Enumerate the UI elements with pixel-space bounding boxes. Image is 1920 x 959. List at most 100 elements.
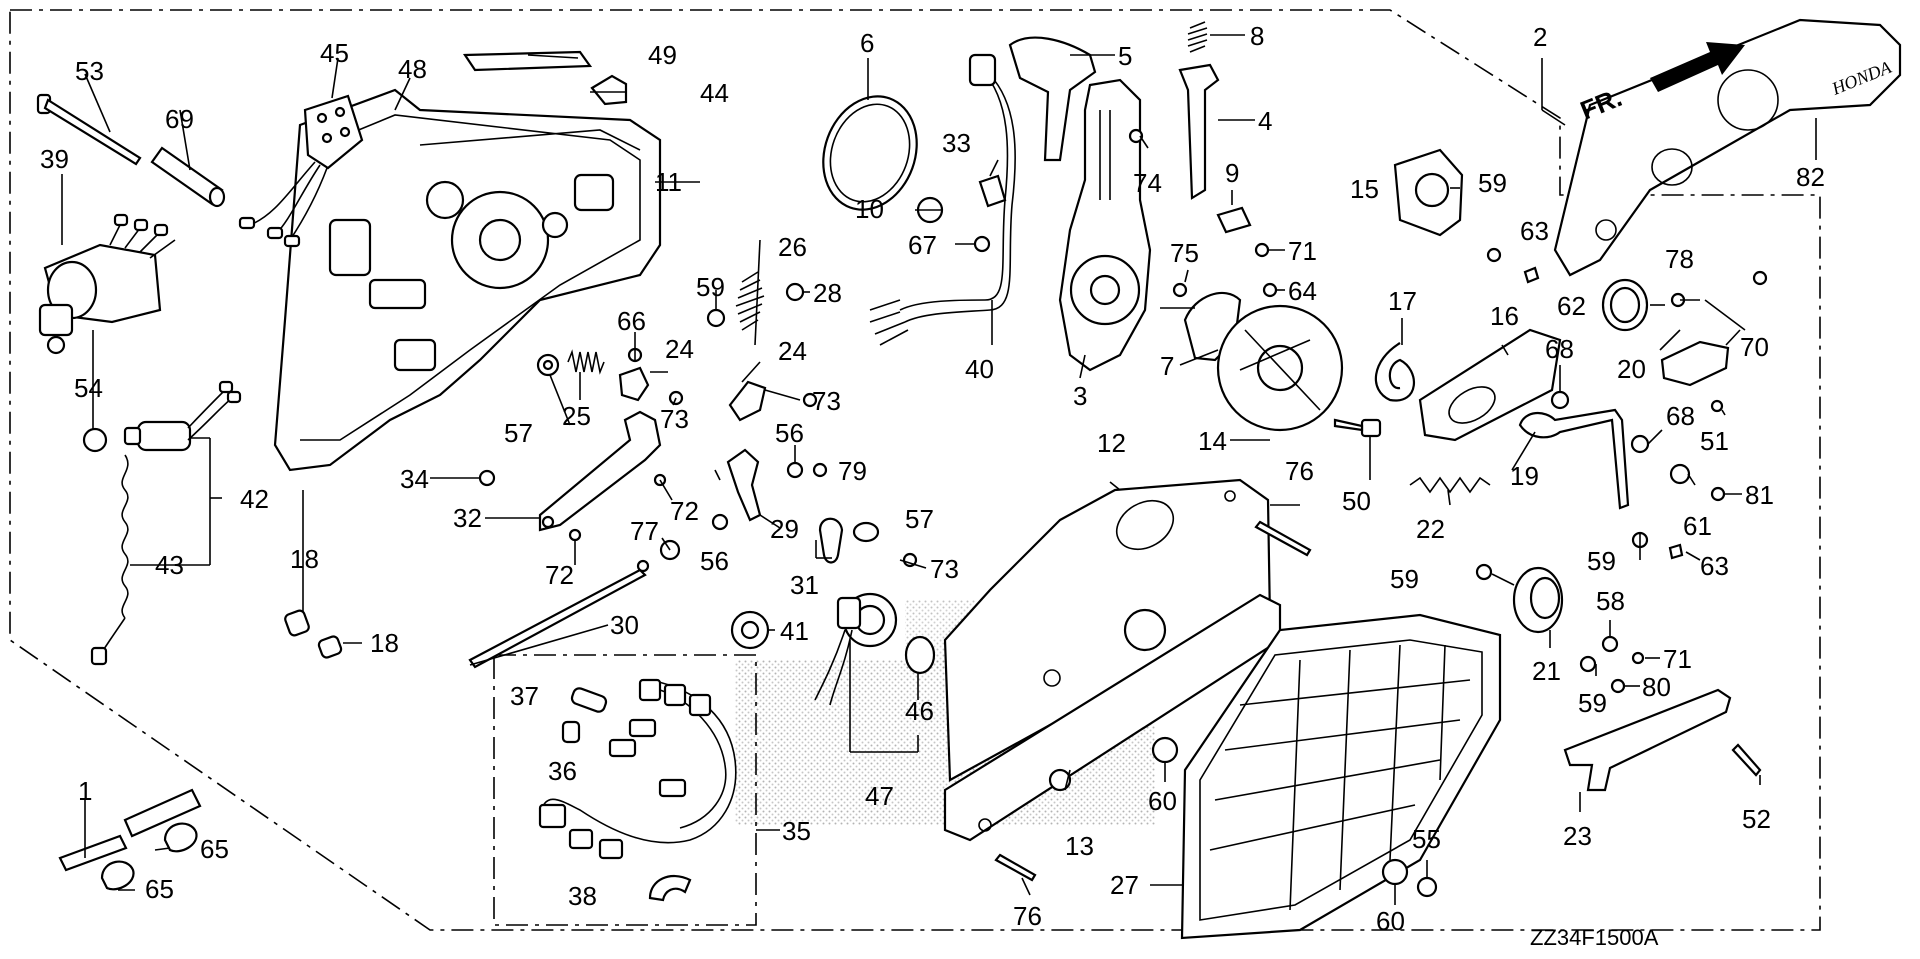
bolt-76b <box>994 853 1037 882</box>
nut-56b <box>711 513 729 531</box>
arm-19 <box>1518 408 1630 510</box>
label-65: 65 <box>200 834 229 864</box>
label-60b: 60 <box>1376 906 1405 936</box>
clip-65b <box>100 860 135 891</box>
screw-74 <box>1128 128 1144 144</box>
label-19: 19 <box>1510 461 1539 491</box>
label-73: 73 <box>660 404 689 434</box>
link-hole-32 <box>541 515 555 529</box>
label-77: 77 <box>630 516 659 546</box>
nut-68a <box>1550 390 1570 410</box>
cover-33 <box>978 174 1007 208</box>
label-3: 3 <box>1073 381 1087 411</box>
label-8: 8 <box>1250 21 1264 51</box>
label-40: 40 <box>965 354 994 384</box>
washer-79 <box>812 462 828 478</box>
spring-22 <box>1409 476 1491 494</box>
label-59d: 59 <box>1587 546 1616 576</box>
label-73b: 73 <box>812 386 841 416</box>
label-29: 29 <box>770 514 799 544</box>
label-31: 31 <box>790 570 819 600</box>
label-52: 52 <box>1742 804 1771 834</box>
label-66: 66 <box>617 306 646 336</box>
control-body-3 <box>1058 78 1152 372</box>
block-9 <box>1216 206 1252 234</box>
leader-lines <box>61 34 1817 905</box>
washer-59a <box>706 308 726 328</box>
label-63b: 63 <box>1700 551 1729 581</box>
label-62: 62 <box>1557 291 1586 321</box>
sleeve-69 <box>150 146 226 208</box>
label-59c: 59 <box>1390 564 1419 594</box>
label-57b: 57 <box>905 504 934 534</box>
label-63: 63 <box>1520 216 1549 246</box>
screw-71a <box>1254 242 1270 258</box>
nut-68b <box>1630 434 1650 454</box>
screw-70 <box>1752 270 1768 286</box>
screw-75 <box>1172 282 1188 298</box>
subassembly-box-35 <box>493 654 757 926</box>
lanyard-coil-43 <box>90 454 129 666</box>
clip-17 <box>1374 342 1415 402</box>
label-34: 34 <box>400 464 429 494</box>
washer-58 <box>1601 635 1619 653</box>
label-64: 64 <box>1288 276 1317 306</box>
bolt-76a <box>1254 520 1312 557</box>
label-13: 13 <box>1065 831 1094 861</box>
label-22: 22 <box>1416 514 1445 544</box>
label-76b: 76 <box>1013 901 1042 931</box>
label-72b: 72 <box>545 560 574 590</box>
clip-81 <box>1710 486 1726 502</box>
label-75: 75 <box>1170 238 1199 268</box>
label-4: 4 <box>1258 106 1272 136</box>
label-15: 15 <box>1350 174 1379 204</box>
label-9: 9 <box>1225 158 1239 188</box>
pin-63b <box>1668 543 1684 560</box>
lever-29 <box>726 448 762 522</box>
label-61: 61 <box>1683 511 1712 541</box>
label-18: 18 <box>290 544 319 574</box>
label-12: 12 <box>1097 428 1126 458</box>
bracket-24b <box>728 380 767 422</box>
label-21: 21 <box>1532 656 1561 686</box>
washer-57a-inner <box>542 359 554 371</box>
spring-8 <box>1187 21 1208 53</box>
label-14: 14 <box>1198 426 1227 456</box>
clip-18b <box>317 635 343 659</box>
washer-57b <box>852 521 880 543</box>
gear-41 <box>730 610 770 650</box>
switch-45 <box>238 94 364 248</box>
holder-20 <box>1660 340 1730 387</box>
label-42: 42 <box>240 484 269 514</box>
ignition-switch-39 <box>38 213 176 355</box>
label-82: 82 <box>1796 162 1825 192</box>
label-68b: 68 <box>1666 401 1695 431</box>
label-50: 50 <box>1342 486 1371 516</box>
label-58: 58 <box>1596 586 1625 616</box>
label-49: 49 <box>648 40 677 70</box>
screw-51 <box>1710 399 1724 413</box>
harness-40 <box>869 53 1016 346</box>
label-73c: 73 <box>930 554 959 584</box>
label-18b: 18 <box>370 628 399 658</box>
label-20: 20 <box>1617 354 1646 384</box>
label-81: 81 <box>1745 480 1774 510</box>
label-68: 68 <box>1545 334 1574 364</box>
label-46: 46 <box>905 696 934 726</box>
buzzer-assembly-47 <box>814 592 936 706</box>
bolt-52 <box>1731 743 1762 777</box>
label-16: 16 <box>1490 301 1519 331</box>
label-69: 69 <box>165 104 194 134</box>
clip-80 <box>1610 678 1626 694</box>
label-45: 45 <box>320 38 349 68</box>
label-76: 76 <box>1285 456 1314 486</box>
ring-62-inner <box>1609 286 1641 324</box>
label-6: 6 <box>860 28 874 58</box>
screw-73b <box>802 392 818 408</box>
label-57: 57 <box>504 418 533 448</box>
nut-55 <box>1416 876 1438 898</box>
strip-49 <box>462 50 593 72</box>
label-44: 44 <box>700 78 729 108</box>
stop-switch-42 <box>123 380 242 452</box>
nut-56a <box>786 461 804 479</box>
